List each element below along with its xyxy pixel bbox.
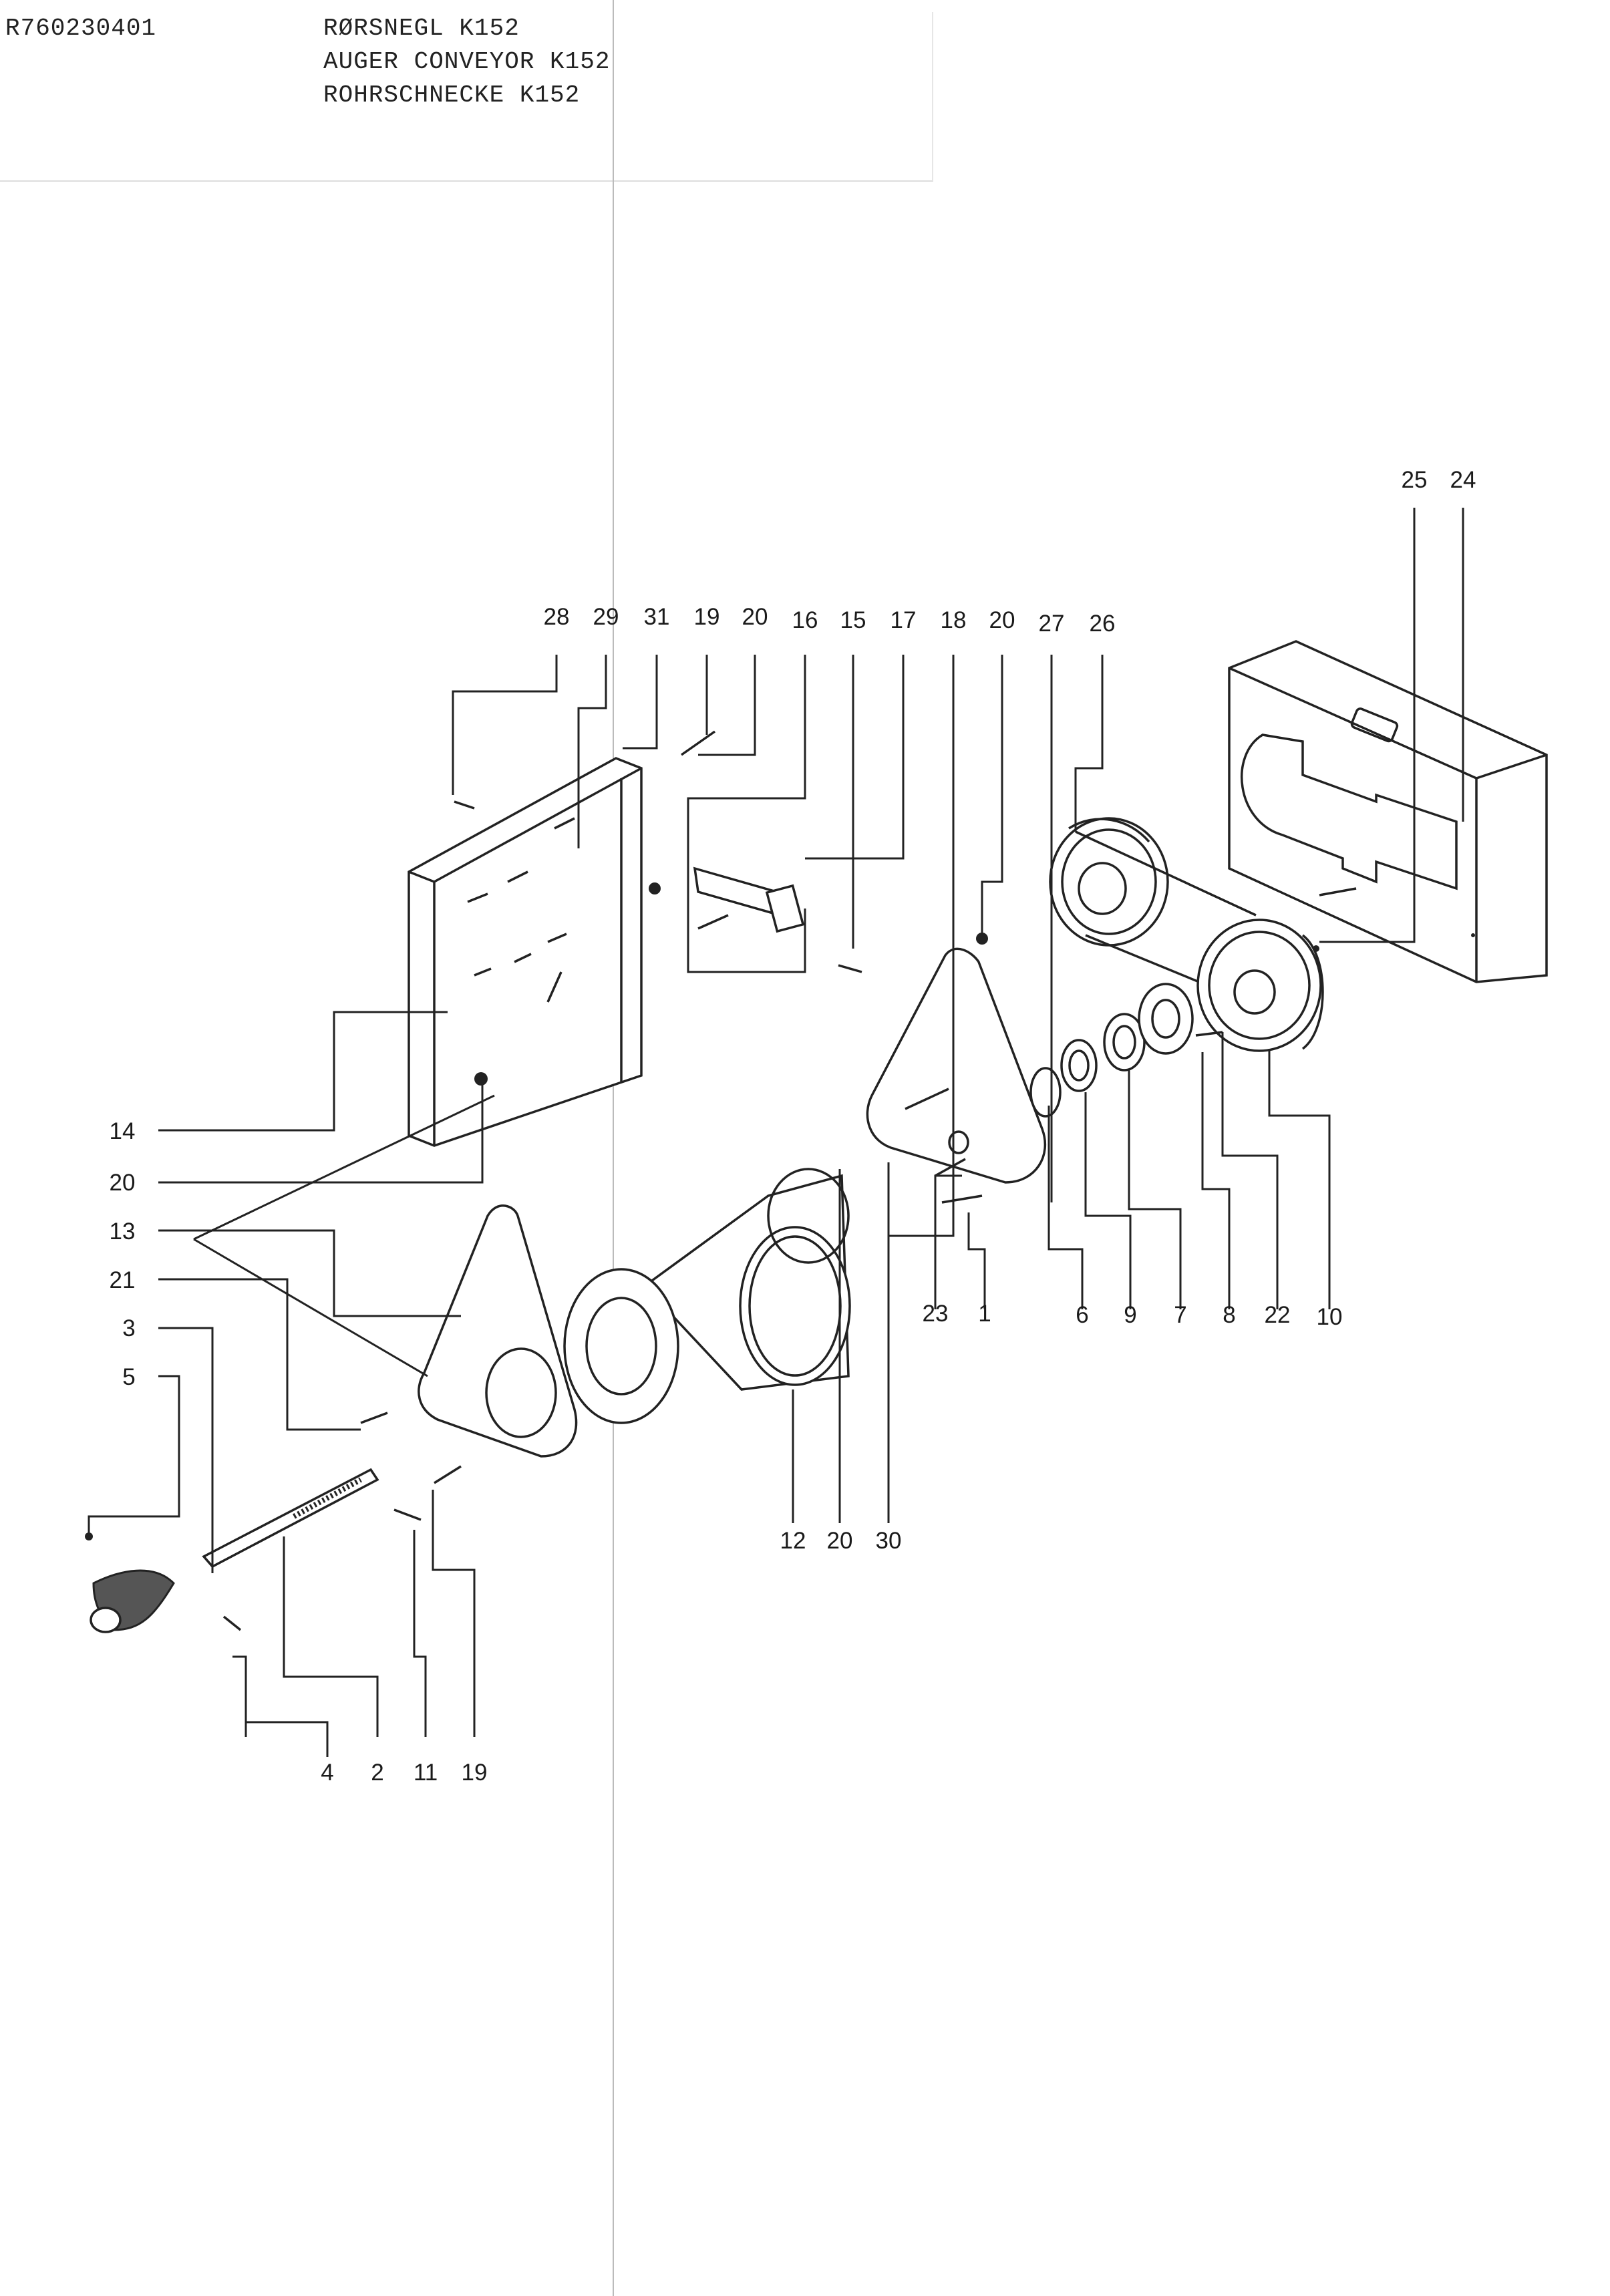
end-plate-right: [866, 947, 1047, 1204]
callout-6: 6: [1076, 1302, 1088, 1328]
leader-4-extension: [245, 1721, 329, 1757]
document-number: R760230401: [5, 15, 157, 42]
title-danish: RØRSNEGL K152: [323, 15, 520, 42]
callout-25: 25: [1402, 467, 1428, 493]
callout-15: 15: [840, 607, 866, 633]
callout-10: 10: [1317, 1304, 1343, 1330]
pulley-drive: [1049, 817, 1324, 1052]
callout-24: 24: [1450, 467, 1476, 493]
callout-16: 16: [792, 607, 818, 633]
mounting-plate: [408, 757, 643, 1147]
callout-5: 5: [122, 1364, 135, 1390]
motor-bracket: [693, 866, 862, 973]
header-box: [0, 12, 933, 182]
callout-31: 31: [644, 604, 670, 630]
callout-20-left: 20: [110, 1170, 136, 1196]
callout-7: 7: [1174, 1302, 1186, 1328]
callout-26: 26: [1090, 611, 1116, 637]
callout-3: 3: [122, 1315, 135, 1341]
callout-2: 2: [371, 1760, 383, 1786]
fasteners: [85, 730, 1319, 1631]
auger-shaft: [202, 1468, 379, 1569]
callout-20-top: 20: [742, 604, 768, 630]
callout-19-top: 19: [694, 604, 720, 630]
callout-9: 9: [1124, 1302, 1136, 1328]
callout-27: 27: [1039, 611, 1065, 637]
callout-8: 8: [1223, 1302, 1235, 1328]
title-english: AUGER CONVEYOR K152: [323, 48, 611, 75]
callout-19-bottom: 19: [462, 1760, 488, 1786]
bearing-set: [1029, 983, 1223, 1118]
callout-12: 12: [780, 1528, 806, 1554]
callout-20-bottom: 20: [827, 1528, 853, 1554]
callout-21: 21: [110, 1267, 136, 1293]
end-plate-left: [418, 1204, 578, 1458]
callout-labels: 25 24 28 29 31 19 20 16 15 17 18 20 27 2…: [110, 467, 1476, 1786]
callout-28: 28: [544, 604, 570, 630]
callout-20-upper: 20: [989, 607, 1015, 633]
callout-11: 11: [414, 1760, 438, 1786]
belt-guard: [1228, 640, 1548, 983]
callout-1: 1: [978, 1301, 991, 1327]
callout-23: 23: [923, 1301, 949, 1327]
auger-flight: [90, 1569, 175, 1633]
callout-4: 4: [321, 1760, 333, 1786]
callout-17: 17: [891, 607, 917, 633]
callout-29: 29: [593, 604, 619, 630]
housing-tube: [563, 1168, 851, 1424]
callout-30: 30: [876, 1528, 902, 1554]
callout-14: 14: [110, 1118, 136, 1144]
callout-18: 18: [941, 607, 967, 633]
leader-lines: [88, 508, 1464, 1737]
callout-22: 22: [1265, 1302, 1291, 1328]
title-german: ROHRSCHNECKE K152: [323, 81, 581, 109]
callout-13: 13: [110, 1218, 136, 1245]
